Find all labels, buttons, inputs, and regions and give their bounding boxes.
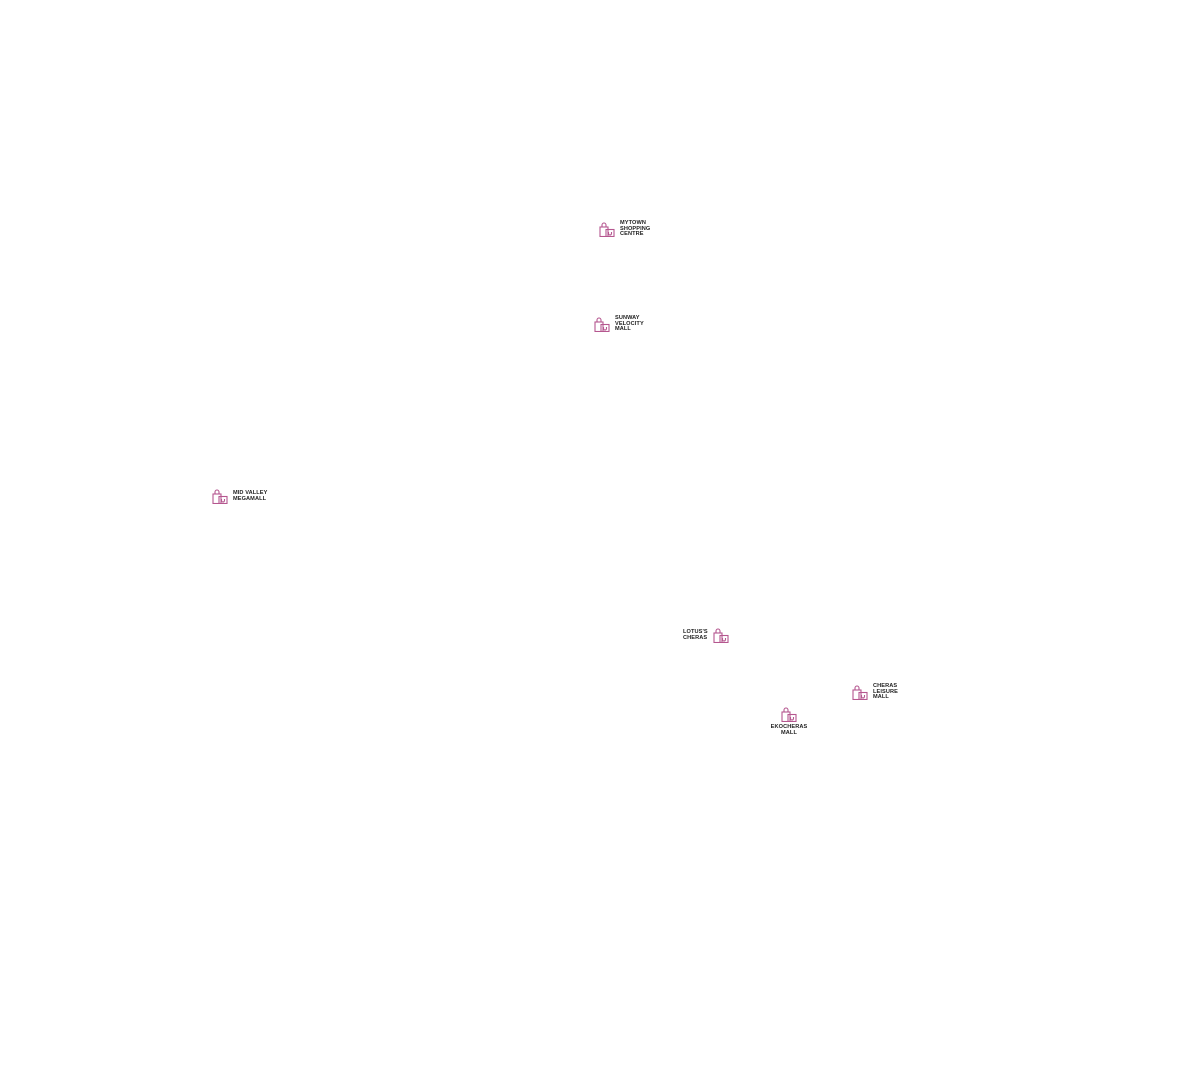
marker-label: MID VALLEY MEGAMALL <box>233 489 268 502</box>
marker-cheras-leisure[interactable]: CHERAS LEISURE MALL <box>852 683 898 701</box>
shopping-bags-icon <box>781 707 797 722</box>
marker-ekocheras[interactable]: EKOCHERAS MALL <box>769 707 809 736</box>
marker-mytown[interactable]: MYTOWN SHOPPING CENTRE <box>599 220 651 238</box>
shopping-bags-icon <box>852 685 868 700</box>
shopping-bags-icon <box>212 489 228 504</box>
marker-label: EKOCHERAS MALL <box>770 724 808 736</box>
marker-label: LOTUS'S CHERAS <box>683 628 708 641</box>
shopping-bags-icon <box>594 317 610 332</box>
marker-label: MYTOWN SHOPPING CENTRE <box>620 220 651 238</box>
marker-sunway-velocity[interactable]: SUNWAY VELOCITY MALL <box>594 315 644 333</box>
marker-label: SUNWAY VELOCITY MALL <box>615 315 644 333</box>
shopping-bags-icon <box>599 222 615 237</box>
marker-mid-valley[interactable]: MID VALLEY MEGAMALL <box>212 489 267 504</box>
marker-label: CHERAS LEISURE MALL <box>873 683 898 701</box>
shopping-bags-icon <box>713 628 729 643</box>
marker-lotus-cheras[interactable]: LOTUS'S CHERAS <box>683 628 729 643</box>
